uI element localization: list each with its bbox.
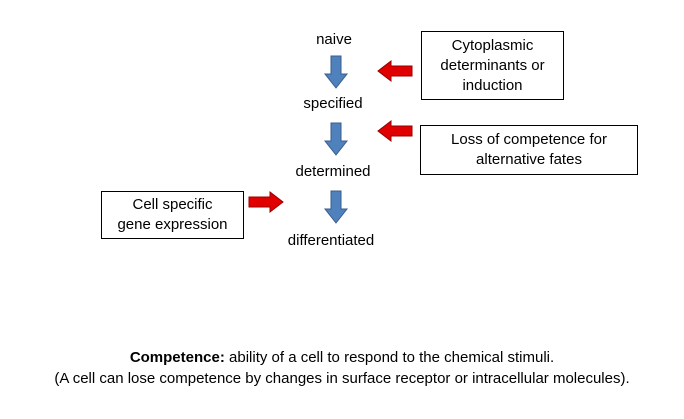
cell-specific-gene-expression-box: Cell specific gene expression [101,191,244,239]
stage-determined: determined [295,163,371,180]
left-arrow-icon [377,59,413,83]
competence-definition: Competence: ability of a cell to respond… [0,349,684,366]
box-line: Cytoplasmic [451,36,534,54]
loss-of-competence-box: Loss of competence for alternative fates [420,125,638,175]
competence-definition-text: ability of a cell to respond to the chem… [224,349,555,366]
down-arrow-icon [323,190,349,224]
stage-specified: specified [303,95,363,112]
down-arrow-icon [323,55,349,89]
competence-note: (A cell can lose competence by changes i… [54,370,630,387]
stage-naive: naive [316,31,352,48]
box-line: Loss of competence for [451,131,607,148]
cytoplasmic-determinants-box: Cytoplasmic determinants or induction [421,31,564,100]
down-arrow-icon [323,122,349,156]
competence-term: Competence: [129,349,225,366]
box-line: alternative fates [476,151,582,168]
box-line: Cell specific [132,196,213,213]
stage-differentiated: differentiated [287,232,375,249]
box-line: induction [462,76,523,94]
box-line: gene expression [117,216,228,233]
right-arrow-icon [248,190,284,214]
box-line: determinants or [440,56,545,74]
left-arrow-icon [377,119,413,143]
